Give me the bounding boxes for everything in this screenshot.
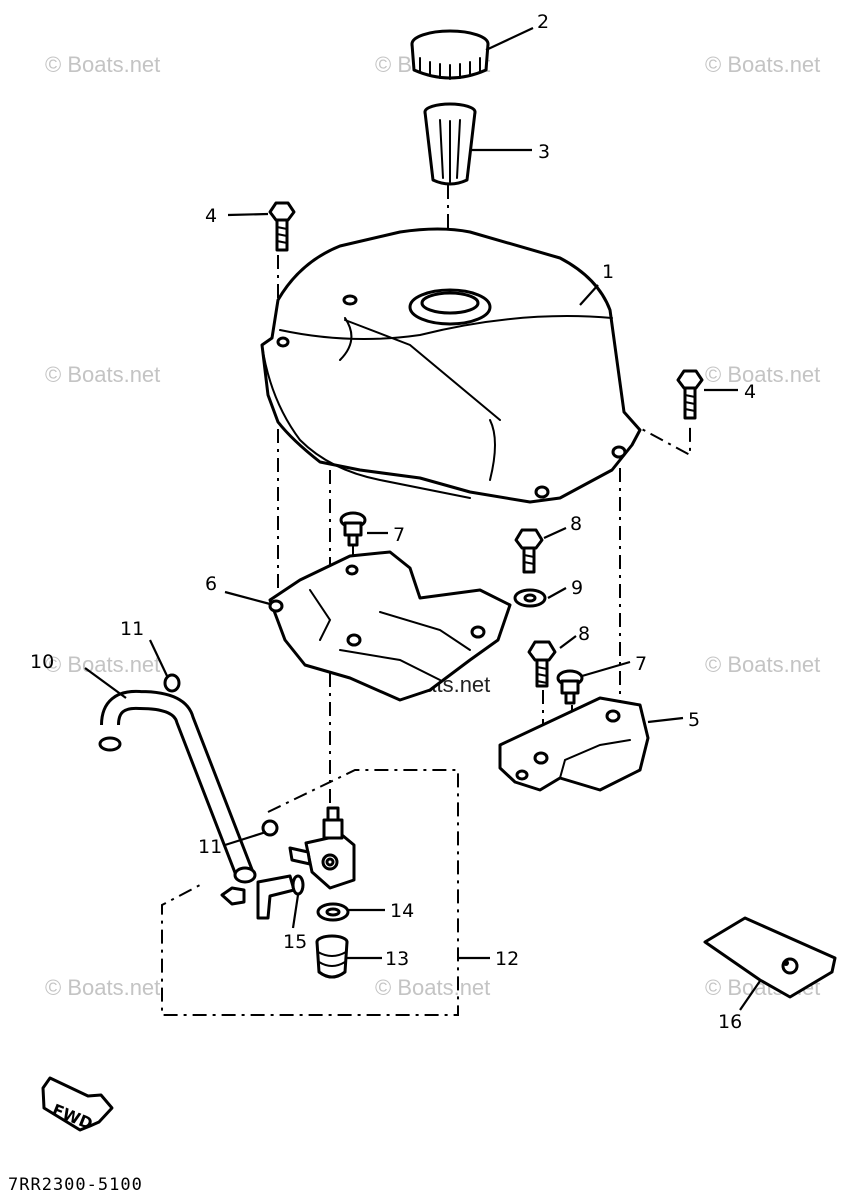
hose-clip-part bbox=[163, 673, 181, 693]
callout-7: 7 bbox=[635, 653, 647, 675]
fuel-cock-assembly bbox=[161, 769, 459, 1016]
watermark: © Boats.net bbox=[45, 362, 160, 387]
gasket-part bbox=[316, 902, 350, 922]
callout-8: 8 bbox=[578, 623, 590, 645]
caution-label-part bbox=[703, 916, 837, 999]
watermark: © Boats.net bbox=[45, 652, 160, 677]
watermark: © Boats.net bbox=[705, 362, 820, 387]
callout-12: 12 bbox=[495, 948, 519, 970]
bolt-part bbox=[527, 640, 557, 688]
callout-9: 9 bbox=[571, 577, 583, 599]
watermarks: © Boats.net © Boats.net © Boats.net © Bo… bbox=[45, 52, 820, 1000]
callout-1: 1 bbox=[602, 261, 614, 283]
hose-clip-part bbox=[261, 819, 279, 837]
watermark: © Boats.net bbox=[705, 652, 820, 677]
callout-labels: 2 3 4 1 4 7 8 6 9 8 7 5 11 10 11 14 15 1… bbox=[30, 11, 756, 1033]
bolt-part bbox=[268, 201, 296, 252]
callout-11: 11 bbox=[120, 618, 144, 640]
callout-7: 7 bbox=[393, 524, 405, 546]
callout-16: 16 bbox=[718, 1011, 742, 1033]
callout-10: 10 bbox=[30, 651, 54, 673]
callout-5: 5 bbox=[688, 709, 700, 731]
grommet-part bbox=[339, 511, 367, 547]
diagram-code: 7RR2300-5100 bbox=[8, 1175, 143, 1195]
leader-lines bbox=[84, 27, 761, 1011]
filter-cup-part bbox=[315, 934, 349, 979]
callout-14: 14 bbox=[390, 900, 414, 922]
bracket-part bbox=[498, 696, 650, 792]
protector-plate-part bbox=[268, 550, 512, 702]
grommet-part bbox=[556, 669, 584, 705]
callout-4: 4 bbox=[205, 205, 217, 227]
callout-3: 3 bbox=[538, 141, 550, 163]
forward-direction-arrow: FWD bbox=[41, 1076, 114, 1133]
bolt-part bbox=[676, 369, 704, 420]
fuel-tank-part bbox=[260, 227, 642, 504]
watermark: © Boats.net bbox=[705, 52, 820, 77]
callout-4: 4 bbox=[744, 381, 756, 403]
watermark: © Boats.net bbox=[45, 52, 160, 77]
washer-part bbox=[513, 588, 547, 608]
watermark: © Boats.net bbox=[375, 975, 490, 1000]
callout-15: 15 bbox=[283, 931, 307, 953]
fuel-cap-part bbox=[410, 29, 490, 80]
callout-2: 2 bbox=[537, 11, 549, 33]
watermark: © Boats.net bbox=[45, 975, 160, 1000]
fuel-strainer-part bbox=[423, 102, 477, 186]
callout-13: 13 bbox=[385, 948, 409, 970]
callout-6: 6 bbox=[205, 573, 217, 595]
fuel-hose-part bbox=[98, 689, 257, 884]
callout-11: 11 bbox=[198, 836, 222, 858]
bolt-part bbox=[514, 528, 544, 574]
callout-8: 8 bbox=[570, 513, 582, 535]
